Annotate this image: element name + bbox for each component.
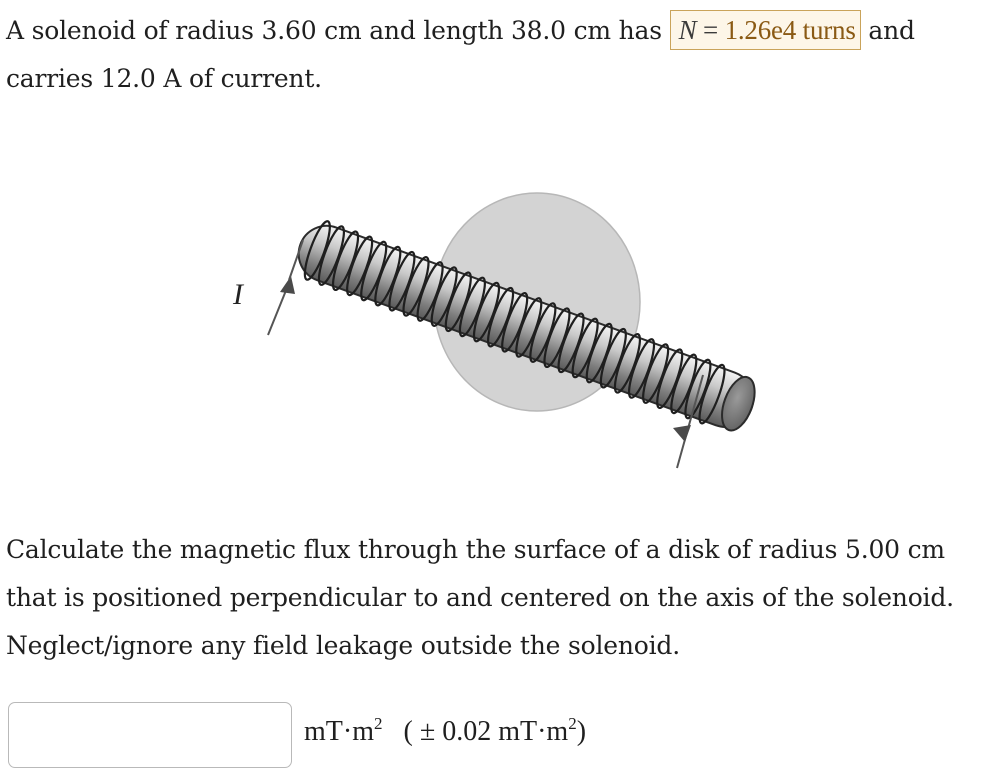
turns-equals: = [696,15,725,45]
coil-winding [698,363,726,425]
current-lead-out [676,374,704,469]
unit-exponent: 2 [374,714,383,733]
turns-value-box: N = 1.26e4 turns [669,10,861,50]
problem-question: Calculate the magnetic flux through the … [6,526,1004,670]
question-line-3: Neglect/ignore any field leakage outside… [6,631,680,660]
intro-line-1: A solenoid of radius 3.60 cm and length … [6,7,1004,55]
current-lead-connector-in [288,239,304,281]
intro-text-1: A solenoid of radius 3.60 cm and length … [6,16,662,45]
tolerance-open: ( [403,716,413,747]
current-arrow-up-icon [280,276,295,294]
turns-value: 1.26e4 turns [724,15,856,45]
unit-base: mT·m [304,716,374,747]
tolerance-exponent: 2 [568,714,577,733]
solenoid-body [297,220,756,432]
problem-intro: A solenoid of radius 3.60 cm and length … [6,7,1004,103]
tolerance-pm: ± [419,716,436,747]
question-line-2: that is positioned perpendicular to and … [6,583,954,612]
solenoid-end [721,375,756,432]
question-line-1: Calculate the magnetic flux through the … [6,535,945,564]
tolerance-close: ) [576,716,587,747]
solenoid-figure: I [232,192,756,469]
answer-input[interactable] [8,702,292,768]
intro-line-2: carries 12.0 A of current. [6,64,322,93]
turns-variable: N [678,15,697,45]
current-label: I [232,278,245,311]
intro-text-2: and [868,16,915,45]
tolerance-value: 0.02 mT·m [435,716,569,747]
current-arrow-down-icon [673,425,691,442]
answer-units: mT·m2 ( ± 0.02 mT·m2) [304,714,586,748]
